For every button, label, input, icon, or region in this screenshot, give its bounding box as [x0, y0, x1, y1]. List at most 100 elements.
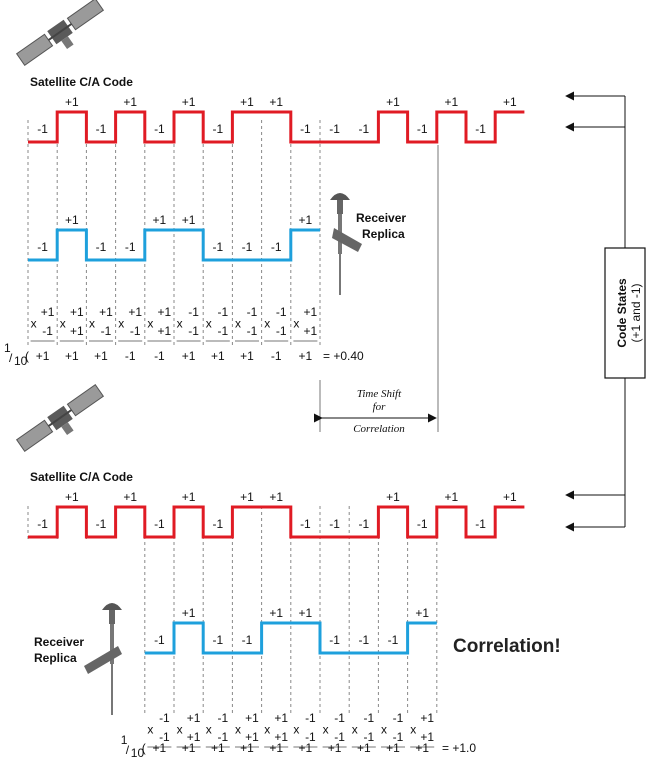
top-satellite-wave-chip-label: +1	[123, 95, 137, 109]
top-satellite-wave-chip-label: -1	[154, 122, 165, 136]
receiver-icon	[330, 193, 362, 295]
bottom-replica-wave-chip-label: -1	[212, 633, 223, 647]
bottom-replica-wave-chip-label: +1	[269, 606, 283, 620]
multiply-sign: x	[31, 317, 37, 331]
product-bottom-value: +1	[187, 730, 201, 744]
fraction-numerator: 1	[4, 341, 11, 355]
multiply-sign: x	[206, 723, 212, 737]
bottom-satellite-wave-chip-label: +1	[123, 490, 137, 504]
bottom-replica-wave-chip-label: -1	[358, 633, 369, 647]
bottom-replica-wave	[144, 621, 437, 655]
top-replica-wave-chip-label: +1	[299, 213, 313, 227]
top-replica-wave	[28, 228, 320, 262]
top-replica-wave-chip-label: -1	[96, 240, 107, 254]
shift-label-2: for	[373, 401, 387, 413]
product-result: -1	[125, 349, 136, 363]
top-satellite-wave-chip-label: +1	[503, 95, 517, 109]
bottom-satellite-wave-chip-label: -1	[37, 517, 48, 531]
shift-label-3: Correlation	[353, 423, 405, 435]
top-replica-wave-chip-label: -1	[125, 240, 136, 254]
product-result: +1	[153, 741, 167, 755]
bottom-replica-wave-chip-label: +1	[182, 606, 196, 620]
product-bottom-value: -1	[393, 730, 404, 744]
product-result: -1	[154, 349, 165, 363]
top-replica-wave-chip-label: +1	[153, 213, 167, 227]
top-satellite-wave-chip-label: +1	[65, 95, 79, 109]
product-result: +1	[299, 741, 313, 755]
fraction-denominator: 10	[131, 746, 145, 760]
product-top-value: -1	[393, 711, 404, 725]
product-bottom-value: -1	[130, 324, 141, 338]
top-satellite-wave-chip-label: +1	[386, 95, 400, 109]
product-result: +1	[269, 741, 283, 755]
product-bottom-value: +1	[420, 730, 434, 744]
multiply-sign: x	[293, 317, 299, 331]
product-top-value: +1	[41, 305, 55, 319]
bottom-satellite-wave-chip-label: +1	[503, 490, 517, 504]
open-paren: (	[142, 741, 146, 755]
satellite-icon	[15, 384, 105, 452]
open-paren: (	[25, 349, 29, 363]
correlation-label: Correlation!	[453, 636, 561, 657]
product-bottom-value: -1	[247, 324, 258, 338]
bottom-satellite-wave-chip-label: -1	[154, 517, 165, 531]
top-replica-wave-chip-label: -1	[242, 240, 253, 254]
multiply-sign: x	[89, 317, 95, 331]
top-satellite-wave-chip-label: +1	[445, 95, 459, 109]
multiply-sign: x	[293, 723, 299, 737]
product-bottom-value: -1	[305, 730, 316, 744]
multiply-sign: x	[410, 723, 416, 737]
bottom-replica-wave-chip-label: -1	[329, 633, 340, 647]
top-replica-label-2: Replica	[362, 227, 405, 241]
product-bottom-value: -1	[363, 730, 374, 744]
product-top-value: -1	[217, 305, 228, 319]
product-result: +1	[36, 349, 50, 363]
bottom-satellite-wave-chip-label: -1	[475, 517, 486, 531]
fraction-denominator: 10	[14, 354, 28, 368]
fraction-slash: /	[9, 351, 13, 365]
product-bottom-value: +1	[158, 324, 172, 338]
multiply-sign: x	[177, 723, 183, 737]
bottom-satellite-wave-chip-label: +1	[65, 490, 79, 504]
code-states-label-1: Code States	[615, 278, 629, 348]
multiply-sign: x	[118, 317, 124, 331]
top-satellite-label: Satellite C/A Code	[30, 75, 133, 89]
product-top-value: -1	[159, 711, 170, 725]
product-result: +1	[182, 349, 196, 363]
satellite-icon	[15, 0, 105, 66]
product-bottom-value: +1	[245, 730, 259, 744]
shift-label-1: Time Shift	[357, 388, 402, 400]
bottom-satellite-wave-chip-label: -1	[329, 517, 340, 531]
top-replica-wave-chip-label: +1	[182, 213, 196, 227]
multiply-sign: x	[177, 317, 183, 331]
multiply-sign: x	[235, 723, 241, 737]
top-satellite-wave-chip-label: +1	[182, 95, 196, 109]
multiply-sign: x	[147, 723, 153, 737]
product-result: +1	[386, 741, 400, 755]
bottom-result: = +1.0	[442, 741, 476, 755]
product-result: +1	[299, 349, 313, 363]
product-bottom-value: +1	[70, 324, 84, 338]
product-result: +1	[65, 349, 79, 363]
bottom-satellite-wave-chip-label: -1	[417, 517, 428, 531]
product-bottom-value: -1	[42, 324, 53, 338]
bottom-satellite-label: Satellite C/A Code	[30, 470, 133, 484]
product-top-value: +1	[158, 305, 172, 319]
bottom-satellite-wave	[28, 505, 525, 539]
bottom-satellite-wave-chip-label: +1	[269, 490, 283, 504]
top-satellite-wave-chip-label: -1	[300, 122, 311, 136]
product-top-value: -1	[305, 711, 316, 725]
bottom-satellite-wave-chip-label: -1	[96, 517, 107, 531]
product-top-value: +1	[304, 305, 318, 319]
product-bottom-value: -1	[217, 324, 228, 338]
product-bottom-value: -1	[159, 730, 170, 744]
code-states-label-2: (+1 and -1)	[629, 283, 643, 342]
fraction-slash: /	[126, 743, 130, 757]
top-replica-wave-chip-label: -1	[212, 240, 223, 254]
product-top-value: -1	[276, 305, 287, 319]
product-result: +1	[240, 349, 254, 363]
product-top-value: +1	[420, 711, 434, 725]
product-top-value: +1	[99, 305, 113, 319]
product-top-value: -1	[247, 305, 258, 319]
